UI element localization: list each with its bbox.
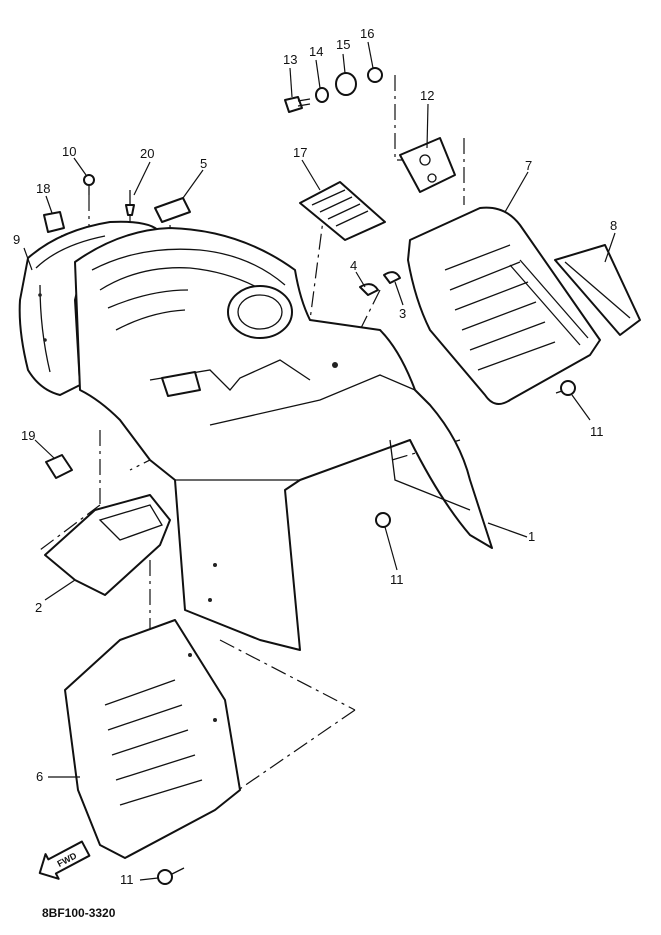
callout-5: 5	[200, 156, 207, 171]
callout-1: 1	[528, 529, 535, 544]
callout-20: 20	[140, 146, 154, 161]
parts-10-20-screws	[83, 174, 135, 216]
callout-3: 3	[399, 306, 406, 321]
callout-19: 19	[21, 428, 35, 443]
parts-13-16-knob-assembly	[284, 67, 383, 113]
part-19-clip	[45, 454, 73, 479]
callout-7: 7	[525, 158, 532, 173]
part-18-grommet	[43, 211, 65, 233]
callout-8: 8	[610, 218, 617, 233]
part-11-bolts	[157, 380, 576, 885]
callout-2: 2	[35, 600, 42, 615]
part-6-left-vent-panel	[64, 619, 241, 859]
parts-3-4-clips	[359, 271, 401, 296]
part-7-right-vent-panel	[407, 206, 601, 405]
part-2-lower-cover	[44, 494, 171, 596]
callout-4: 4	[350, 258, 357, 273]
callout-13: 13	[283, 52, 297, 67]
callout-10: 10	[62, 144, 76, 159]
part-1-front-body	[74, 227, 493, 651]
drawing-code: 8BF100-3320	[42, 906, 116, 920]
part-5-clip	[154, 197, 191, 223]
callout-12: 12	[420, 88, 434, 103]
callout-11-center: 11	[390, 572, 404, 587]
callout-11-bottom: 11	[120, 872, 134, 887]
part-17-pad	[299, 181, 386, 241]
callout-16: 16	[360, 26, 374, 41]
callout-18: 18	[36, 181, 50, 196]
callout-15: 15	[336, 37, 350, 52]
callout-14: 14	[309, 44, 323, 59]
callout-6: 6	[36, 769, 43, 784]
part-8-grille	[554, 244, 641, 336]
callout-17: 17	[293, 145, 307, 160]
callout-9: 9	[13, 232, 20, 247]
callout-labels: 13 14 15 16 12 10 20 5 17 7 18 9 4 3 8 1…	[13, 26, 617, 887]
leader-lines	[23, 41, 616, 881]
fwd-arrow: FWD	[38, 840, 91, 880]
callout-11-right: 11	[590, 424, 604, 439]
